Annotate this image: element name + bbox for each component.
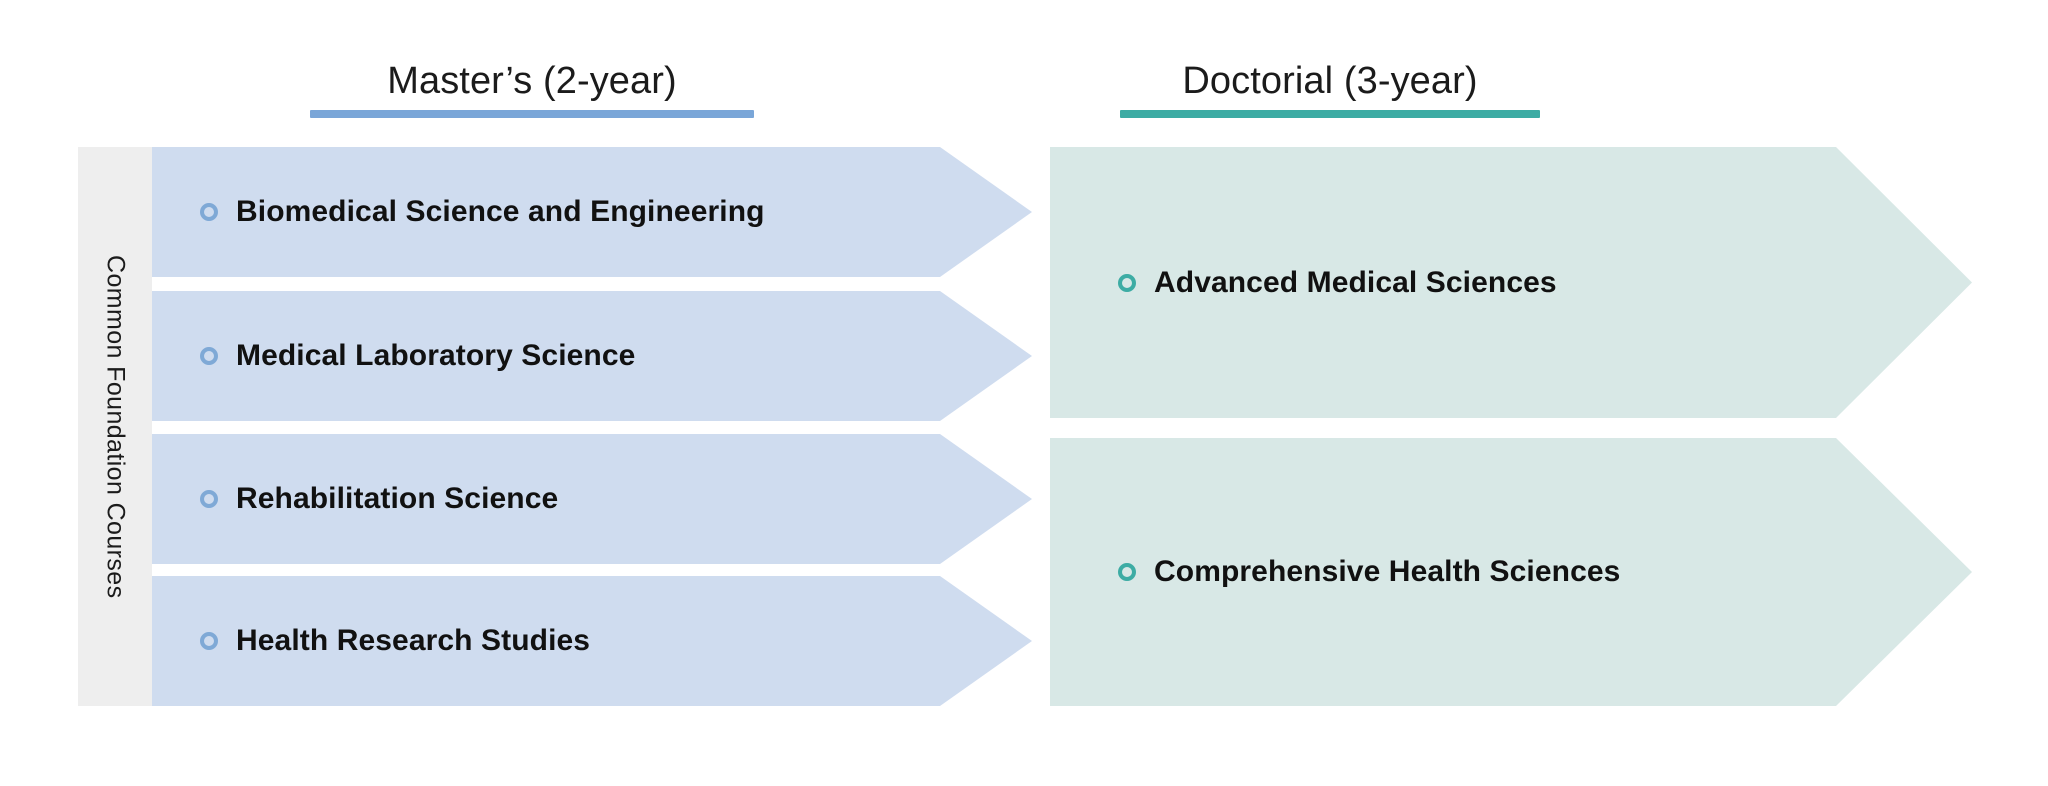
column-heading-doctoral-label: Doctorial (3-year) [1182,60,1478,102]
column-heading-doctoral-underline [1120,110,1540,118]
doctoral-program-arrow[interactable]: Comprehensive Health Sciences [1050,438,1972,706]
masters-program-label: Rehabilitation Science [236,482,559,515]
arrow-shape-icon [152,576,1032,706]
doctoral-program-item: Advanced Medical Sciences [1118,266,1557,300]
circle-outline-icon [200,632,218,650]
masters-program-label: Health Research Studies [236,624,591,657]
doctoral-program-label: Advanced Medical Sciences [1154,265,1557,299]
masters-program-label: Medical Laboratory Science [236,339,636,372]
masters-program-label: Biomedical Science and Engineering [236,195,765,228]
circle-outline-icon [200,203,218,221]
masters-program-item: Biomedical Science and Engineering [200,195,765,229]
circle-outline-icon [1118,563,1136,581]
circle-outline-icon [1118,273,1136,292]
masters-program-arrow[interactable]: Health Research Studies [152,576,1032,706]
common-foundation-label: Common Foundation Courses [101,254,130,599]
doctoral-program-label: Comprehensive Health Sciences [1154,555,1621,588]
masters-program-arrow[interactable]: Rehabilitation Science [152,434,1032,564]
arrow-shape-icon [152,147,1032,277]
arrow-shape-icon [152,291,1032,421]
column-heading-doctoral: Doctorial (3-year) [1060,62,1600,118]
masters-program-item: Rehabilitation Science [200,482,558,516]
masters-program-arrow[interactable]: Medical Laboratory Science [152,291,1032,421]
arrow-shape-icon [152,434,1032,564]
doctoral-program-arrow[interactable]: Advanced Medical Sciences [1050,147,1972,418]
circle-outline-icon [200,347,218,365]
common-foundation-label-wrap: Common Foundation Courses [78,147,152,706]
column-heading-masters-underline [310,110,754,118]
column-heading-masters-label: Master’s (2-year) [387,60,677,102]
common-foundation-band: Common Foundation Courses [78,147,152,706]
arrow-shape-icon [1050,438,1972,706]
masters-program-item: Medical Laboratory Science [200,339,635,373]
doctoral-program-item: Comprehensive Health Sciences [1118,555,1620,589]
circle-outline-icon [200,490,218,508]
arrow-shape-icon [1050,147,1972,418]
column-heading-masters: Master’s (2-year) [262,62,802,118]
masters-program-item: Health Research Studies [200,624,590,658]
masters-program-arrow[interactable]: Biomedical Science and Engineering [152,147,1032,277]
